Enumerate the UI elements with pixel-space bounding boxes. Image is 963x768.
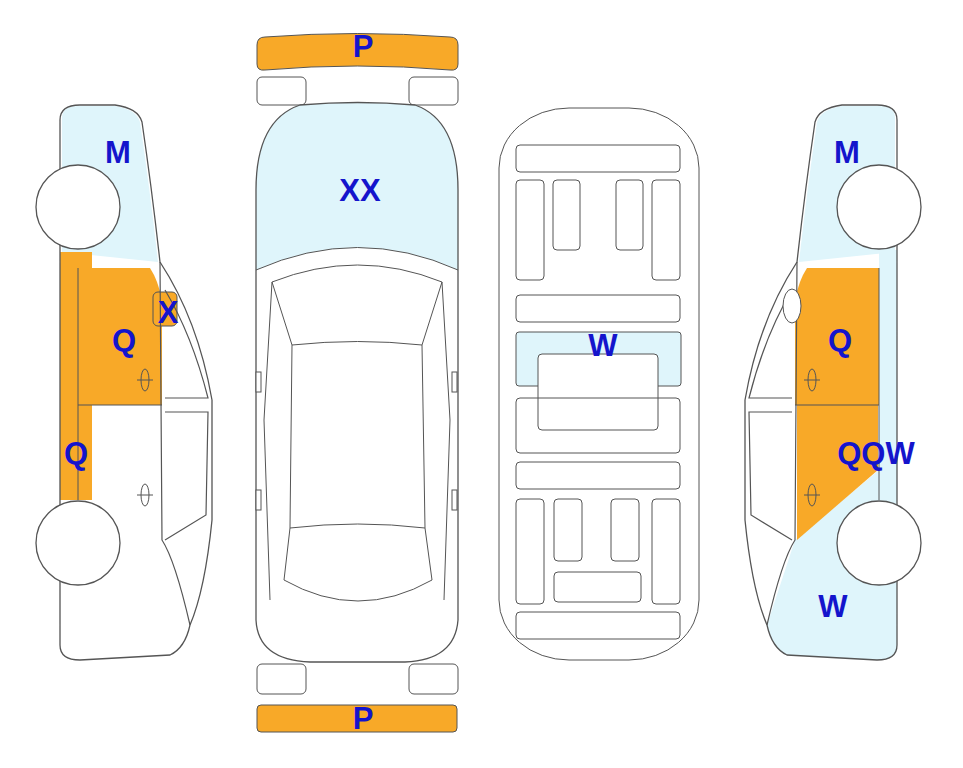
damage-code: Q [112,325,136,356]
damage-code: Q [64,438,88,469]
left-side-view [36,105,212,660]
underbody-view [499,108,699,660]
damage-code: W [818,591,847,622]
damage-code: Q [828,325,852,356]
damage-code: P [353,31,374,62]
right-side-view [745,105,921,660]
top-view [256,34,458,733]
damage-code: XX [339,175,380,206]
damage-code: P [353,703,374,734]
damage-code: X [158,297,179,328]
damage-code: M [834,137,860,168]
damage-code: M [105,137,131,168]
damage-code: W [588,330,617,361]
damage-code: QQW [837,438,915,469]
